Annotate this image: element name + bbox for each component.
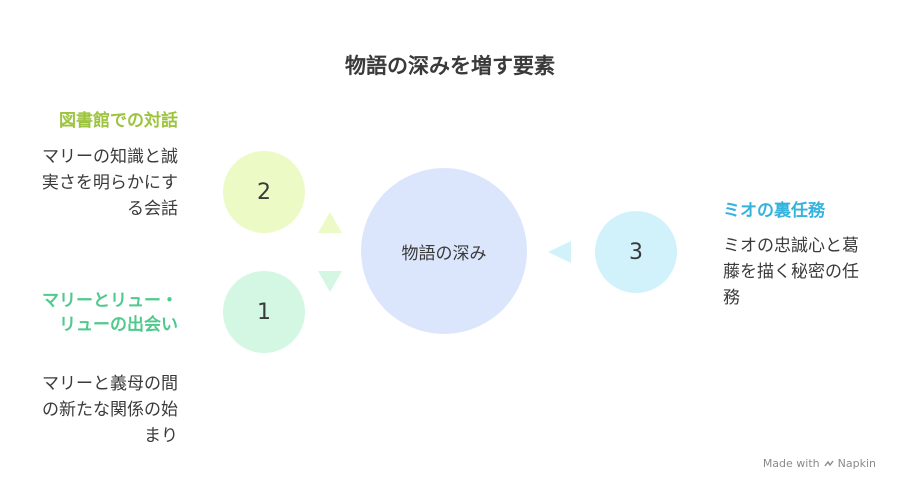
watermark-text: Made with	[762, 457, 820, 470]
item-1-description: マリーと義母の間の新たな関係の始まり	[42, 374, 178, 446]
item-3-circle: 3	[595, 211, 677, 293]
arrow-left-icon	[548, 241, 571, 263]
napkin-logo-icon	[824, 460, 834, 466]
arrow-up-icon	[318, 212, 342, 233]
item-1-number: 1	[257, 299, 271, 325]
item-2-description: マリーの知識と誠実さを明らかにする会話	[41, 147, 178, 219]
item-1-heading: マリーとリュー・リューの出会い	[42, 291, 178, 335]
watermark: Made with Napkin	[763, 457, 876, 470]
page-title: 物語の深みを増す要素	[345, 54, 555, 78]
item-1-circle: 1	[223, 271, 305, 353]
item-2-number: 2	[257, 179, 271, 205]
item-3-number: 3	[629, 239, 643, 265]
item-3-heading: ミオの裏任務	[723, 201, 825, 221]
item-2-heading: 図書館での対話	[59, 111, 178, 131]
item-2-circle: 2	[223, 151, 305, 233]
arrow-down-icon	[318, 271, 342, 292]
center-label: 物語の深み	[401, 243, 487, 264]
center-circle: 物語の深み	[361, 168, 527, 334]
watermark-brand: Napkin	[837, 457, 876, 470]
item-3-description: ミオの忠誠心と葛藤を描く秘密の任務	[723, 236, 859, 308]
